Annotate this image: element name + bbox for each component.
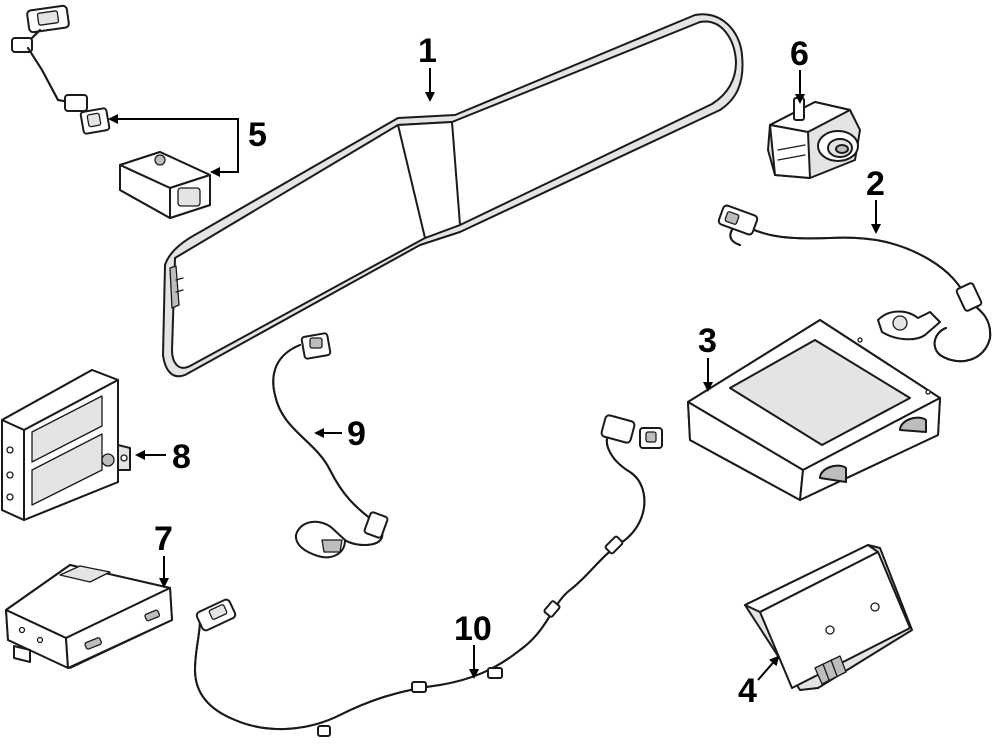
part-9-cable (272, 332, 389, 559)
callout-9: 9 (314, 415, 366, 453)
callout-4-label: 4 (738, 672, 757, 710)
callout-6: 6 (790, 35, 809, 104)
part-4-switch (744, 544, 913, 691)
part-6-camera (767, 97, 861, 179)
callout-5: 5 (108, 114, 267, 177)
callout-9-label: 9 (347, 415, 366, 453)
callout-1-label: 1 (418, 32, 437, 70)
callout-8: 8 (135, 438, 191, 476)
part-10-harness (194, 414, 663, 737)
callout-5-label: 5 (248, 116, 267, 154)
part-3-module (687, 319, 941, 501)
callout-2: 2 (866, 165, 885, 234)
callout-7: 7 (154, 520, 173, 588)
part-5-sensor (119, 151, 211, 219)
part-5-harness (11, 4, 111, 135)
part-7-module (5, 564, 173, 669)
part-1-panel (162, 13, 744, 378)
callout-3: 3 (698, 322, 717, 392)
callout-4: 4 (738, 655, 780, 710)
part-2-cable (717, 204, 992, 363)
callout-8-label: 8 (172, 438, 191, 476)
callout-3-label: 3 (698, 322, 717, 360)
callout-7-label: 7 (154, 520, 173, 558)
callout-10: 10 (454, 610, 492, 679)
callout-1: 1 (418, 32, 437, 102)
part-8-bracket (1, 369, 131, 521)
callout-6-label: 6 (790, 35, 809, 73)
callout-2-label: 2 (866, 165, 885, 203)
callout-10-label: 10 (454, 610, 492, 648)
